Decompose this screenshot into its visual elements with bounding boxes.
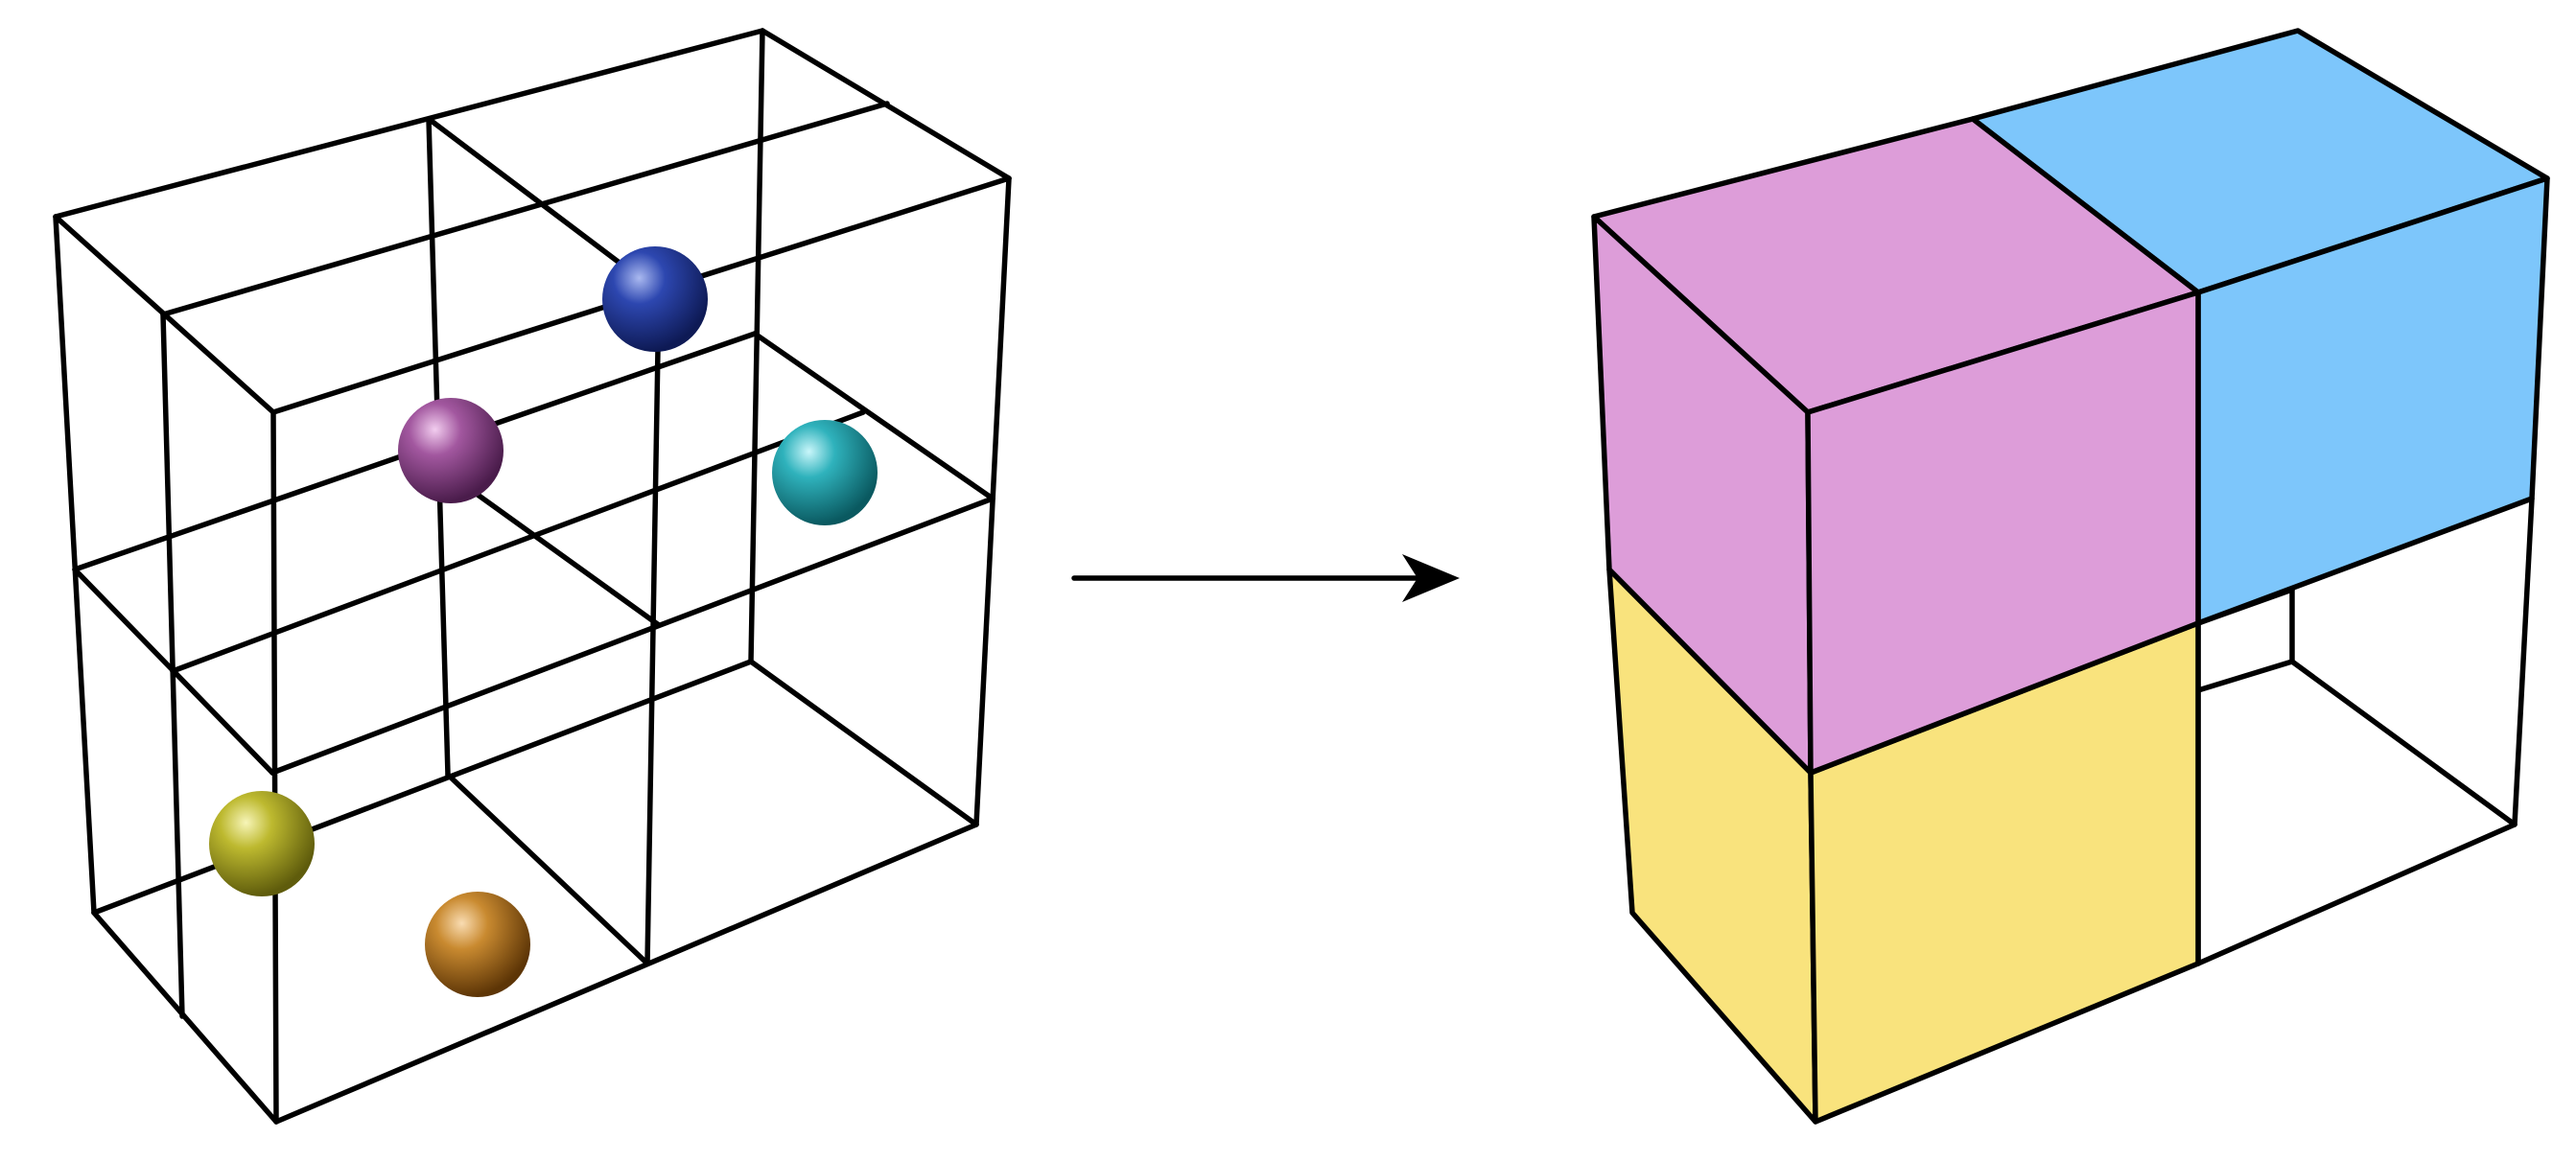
transform-arrow bbox=[1071, 554, 1460, 602]
blue-sphere bbox=[602, 246, 708, 352]
bottom-face-edges bbox=[91, 659, 979, 1125]
yellow-cell bbox=[1606, 567, 2201, 1125]
cyan-sphere bbox=[772, 420, 878, 525]
right-filled-grid bbox=[1591, 28, 2550, 1125]
middle-plane-edges bbox=[72, 331, 995, 776]
pink-cell bbox=[1591, 116, 2201, 776]
olive-sphere bbox=[209, 791, 315, 896]
top-face-edges bbox=[53, 28, 1012, 415]
purple-sphere bbox=[398, 398, 503, 503]
back-face-edges bbox=[748, 28, 1012, 827]
left-wireframe-grid bbox=[53, 28, 1012, 1125]
orange-sphere bbox=[425, 892, 530, 997]
